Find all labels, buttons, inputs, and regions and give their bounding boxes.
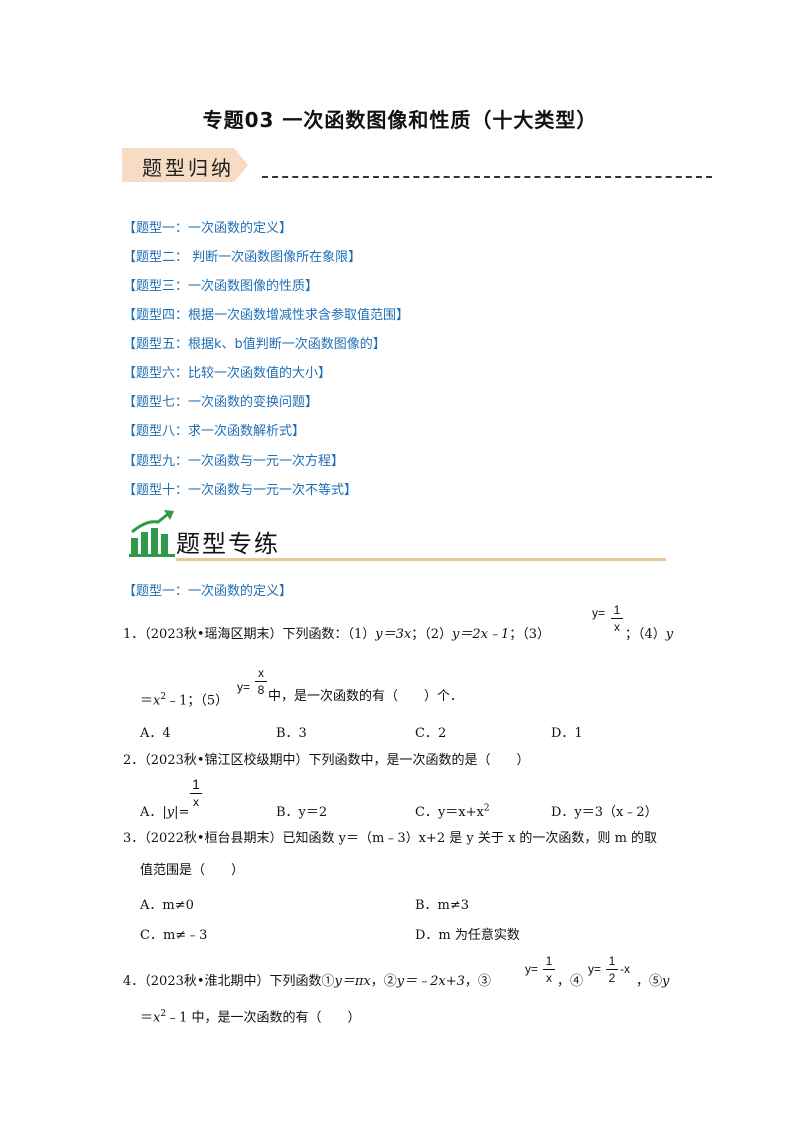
q4-fraction: 1 x [543,954,555,985]
q1-sup: 2 [160,692,167,702]
q3-option-d[interactable]: D．m 为任意实数 [415,928,520,943]
q2-option-a-expr: |y|= [162,805,190,820]
q1-option-d[interactable]: D．1 [551,726,583,741]
q4-formula-1: y＝πx [334,974,371,989]
growth-chart-icon [129,510,175,557]
q2-option-d[interactable]: D．y＝3（x﹣2） [551,805,658,820]
q1-line2: ＝x2﹣1；（5） [140,688,228,710]
toc-item-4[interactable]: 【题型四：根据一次函数增减性求含参取值范围】 [123,308,410,323]
q1-line1-end: ；（4）y [625,626,673,644]
q1-x: x [153,693,161,709]
q4-line1: 4．（2023秋•淮北期中）下列函数①y＝πx，②y＝﹣2x+3，③ [123,973,491,991]
toc-item-7[interactable]: 【题型七：一次函数的变换问题】 [123,395,319,410]
toc-item-9[interactable]: 【题型九：一次函数与一元一次方程】 [123,454,345,469]
q4-formula-2: y＝﹣2x+3 [396,974,465,989]
toc-item-3[interactable]: 【题型三：一次函数图像的性质】 [123,279,319,294]
q3-option-b[interactable]: B．m≠3 [415,898,470,913]
toc-item-10[interactable]: 【题型十：一次函数与一元一次不等式】 [123,483,358,498]
q1-frac-prefix: y= [592,606,606,620]
q4-frac-num: 1 [545,954,553,968]
q2-option-c-text: C．y＝x+x [415,805,484,820]
q4-sep-3: ，④ [557,974,584,989]
q4-text-b: ，② [370,974,397,989]
q4-frac2-prefix: y= [588,962,602,976]
q2-frac-num: 1 [192,776,200,792]
banner-label: 题型归纳 [142,156,234,180]
q1-formula-4: y [665,627,674,642]
q4-text-d: ，⑤ [636,974,663,989]
q4-text-c: ，③ [464,974,491,989]
q4-text-e: ＝ [140,1010,154,1026]
q1-formula-1: y＝3x [375,627,412,642]
q4-fraction-2: 1 2 [606,954,618,985]
q1-fraction: 1 x [611,603,623,634]
q1-fraction-2: x 8 [255,666,267,697]
q4-frac2-suffix: -x [620,962,630,976]
toc-item-2[interactable]: 【题型二： 判断一次函数图像所在象限】 [123,250,362,265]
q1-frac-num: 1 [613,603,621,617]
section-label: 题型专练 [176,530,280,558]
toc-item-6[interactable]: 【题型六：比较一次函数值的大小】 [123,366,332,381]
q4-frac-prefix: y= [525,962,539,976]
q3-line2: 值范围是（ ） [140,863,245,878]
q4-text-f: ﹣1 中，是一次函数的有（ ） [166,1010,361,1026]
q4-sup: 2 [160,1009,167,1019]
q4-formula-5: y [662,974,670,989]
q2-option-c-sup: 2 [483,803,490,814]
q1-text-b: ；（2） [411,627,453,642]
q1-frac2-den: 8 [257,683,265,697]
page-title: 专题03 一次函数图像和性质（十大类型） [202,108,598,132]
toc-item-1[interactable]: 【题型一：一次函数的定义】 [123,221,293,236]
banner-divider [262,176,712,178]
q2-line1: 2．（2023秋•锦江区校级期中）下列函数中，是一次函数的是（ ） [123,753,530,768]
q2-option-a-fraction: 1 x [190,776,202,809]
q4-frac2-num: 1 [608,954,616,968]
q4-frac2-den: 2 [608,971,616,985]
banner-shape [122,148,248,182]
q1-frac2-prefix: y= [237,680,251,694]
q1-text-e: ＝ [140,693,154,709]
section1-heading: 【题型一：一次函数的定义】 [123,584,293,599]
q2-frac-den: x [193,795,199,809]
q1-line2-end: 中，是一次函数的有（ ）个． [268,689,464,704]
q4-text-a: 4．（2023秋•淮北期中）下列函数① [123,974,335,989]
toc-item-8[interactable]: 【题型八：求一次函数解析式】 [123,424,306,439]
q3-option-c[interactable]: C．m≠﹣3 [140,928,208,943]
q1-text-d: ；（4） [625,627,666,642]
q1-text-a: 1．（2023秋•瑶海区期末）下列函数：（1） [123,627,376,642]
q1-text-f: ﹣1；（5） [166,693,229,709]
q2-option-b[interactable]: B．y＝2 [276,805,328,820]
q1-option-c[interactable]: C．2 [415,726,447,741]
q2-option-a-prefix: A． [140,805,163,820]
toc-item-5[interactable]: 【题型五：根据k、b值判断一次函数图像的】 [123,337,386,352]
q2-option-c[interactable]: C．y＝x+x2 [415,801,490,820]
q1-line1: 1．（2023秋•瑶海区期末）下列函数：（1）y＝3x；（2）y＝2x﹣1；（3… [123,626,550,644]
q3-line1: 3．（2022秋•桓台县期末）已知函数 y＝（m﹣3）x+2 是 y 关于 x … [123,831,658,846]
q4-frac-den: x [546,971,552,985]
q1-option-b[interactable]: B．3 [276,726,307,741]
q1-option-a[interactable]: A．4 [140,726,171,741]
q4-x: x [153,1010,161,1026]
q1-text-c: ；（3） [509,627,551,642]
q4-line1-end: ，⑤y [636,973,669,991]
q1-frac2-num: x [258,666,264,680]
section-underline [176,558,666,561]
q3-option-a[interactable]: A．m≠0 [140,898,194,913]
q2-option-a[interactable]: A．|y|= [140,801,189,820]
q4-line2: ＝x2﹣1 中，是一次函数的有（ ） [140,1005,361,1027]
q1-frac-den: x [614,620,620,634]
q1-formula-2: y＝2x﹣1 [452,627,510,642]
